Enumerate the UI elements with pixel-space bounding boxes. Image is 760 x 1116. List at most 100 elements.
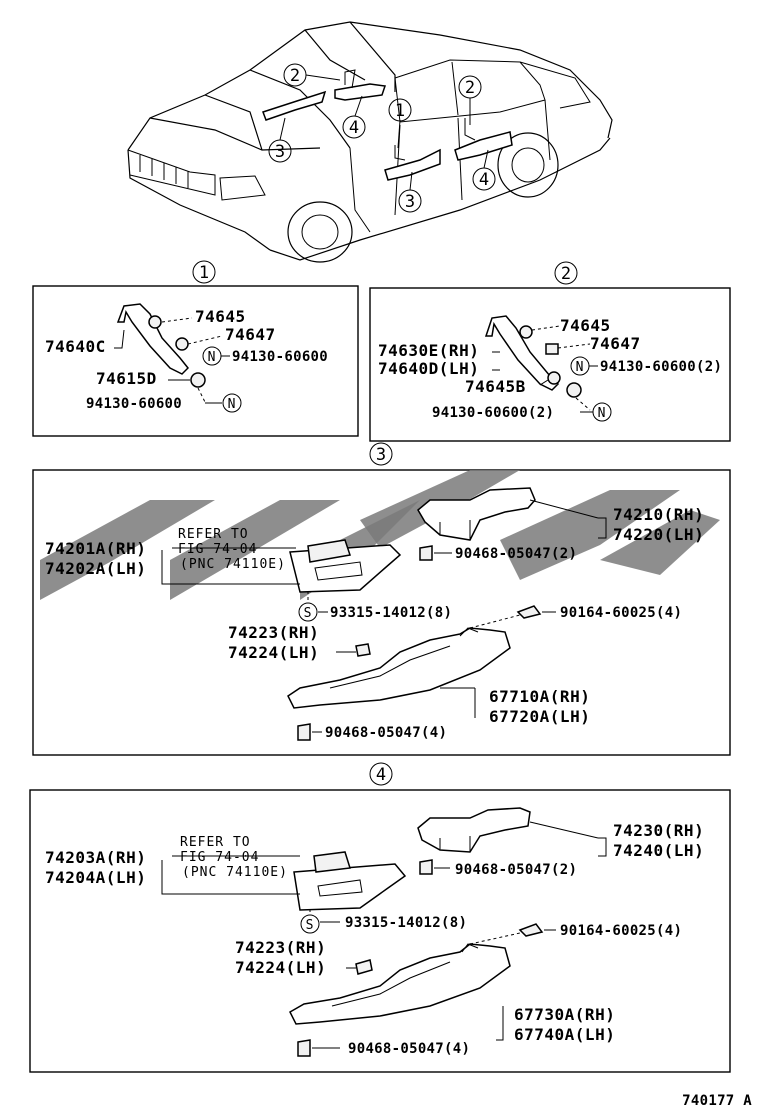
clip-90468 xyxy=(419,545,433,561)
svg-text:2: 2 xyxy=(290,66,300,86)
svg-text:3: 3 xyxy=(405,192,415,212)
panel-4-frame xyxy=(29,789,731,1073)
svg-text:N: N xyxy=(576,360,585,375)
cap-74645 xyxy=(148,315,162,329)
panel-2-marker: 2 xyxy=(554,261,578,285)
grab-handle-74630e xyxy=(484,315,560,391)
label-74615d: 74615D xyxy=(96,369,157,388)
grab-handle-74640c xyxy=(116,303,190,375)
svg-text:1: 1 xyxy=(199,263,209,283)
label-74201a-rh: 74201A(RH) xyxy=(45,539,146,558)
label-74647: 74647 xyxy=(225,325,276,344)
bolt-90164 xyxy=(516,605,542,619)
callout-3-overview: 3 3 xyxy=(268,117,422,213)
svg-text:1: 1 xyxy=(395,101,405,121)
label-74240-lh: 74240(LH) xyxy=(613,841,704,860)
panel-3: 3 S xyxy=(32,442,731,756)
panel-3-marker: 3 xyxy=(369,442,393,466)
label-90468-05047-2: 90468-05047(2) xyxy=(455,546,577,562)
panel-1: 1 N N 74645 74647 74640C 94130-60600 746… xyxy=(32,260,359,437)
panel-3-frame xyxy=(32,469,731,756)
label-67720a-lh: 67720A(LH) xyxy=(489,707,590,726)
svg-text:N: N xyxy=(228,397,237,412)
svg-text:S: S xyxy=(306,918,315,933)
screw-s-icon: S xyxy=(300,914,320,934)
label-74223-rh: 74223(RH) xyxy=(235,938,326,957)
label-90468-05047-4: 90468-05047(4) xyxy=(348,1041,470,1057)
cap-74615d xyxy=(190,372,206,388)
label-74645: 74645 xyxy=(560,316,611,335)
label-67730a-rh: 67730A(RH) xyxy=(514,1005,615,1024)
label-74230-rh: 74230(RH) xyxy=(613,821,704,840)
svg-text:N: N xyxy=(598,406,607,421)
switch-cap xyxy=(313,851,351,873)
label-74640c: 74640C xyxy=(45,337,106,356)
clip-90468 xyxy=(419,859,433,875)
label-67710a-rh: 67710A(RH) xyxy=(489,687,590,706)
screw-s-icon: S xyxy=(298,602,318,622)
refer-fig-text: FIG 74-04 xyxy=(180,850,259,865)
car-overview: 1 2 2 3 3 4 4 xyxy=(127,21,613,263)
label-74630e-rh: 74630E(RH) xyxy=(378,341,479,360)
door-trim-67710a xyxy=(287,627,511,709)
label-94130-60600-2b: 94130-60600(2) xyxy=(432,405,554,421)
label-90164-60025-4: 90164-60025(4) xyxy=(560,923,682,939)
clip-n-icon: N xyxy=(592,402,612,422)
callout-4-overview: 4 4 xyxy=(342,95,496,191)
svg-text:N: N xyxy=(208,350,217,365)
refer-pnc-text: (PNC 74110E) xyxy=(182,865,288,880)
label-90164-60025-4: 90164-60025(4) xyxy=(560,605,682,621)
svg-text:S: S xyxy=(304,606,313,621)
label-74224-lh: 74224(LH) xyxy=(235,958,326,977)
label-74202a-lh: 74202A(LH) xyxy=(45,559,146,578)
svg-text:4: 4 xyxy=(479,170,489,190)
clip-90468-b xyxy=(297,723,311,741)
panel-4: 4 S 74230(RH) 74240(LH) 90468-05047(2 xyxy=(29,762,731,1073)
bolt-90164 xyxy=(518,923,544,937)
panel-1-marker: 1 xyxy=(192,260,216,284)
panel-2: 2 N N 74645 74647 74630E(RH) 74640D(LH) … xyxy=(369,261,731,442)
label-93315-14012-8: 93315-14012(8) xyxy=(345,915,467,931)
clip-n-icon: N xyxy=(202,346,222,366)
label-93315-14012-8: 93315-14012(8) xyxy=(330,605,452,621)
armrest-74230 xyxy=(417,807,531,853)
label-67740a-lh: 67740A(LH) xyxy=(514,1025,615,1044)
door-trim-67730a xyxy=(289,943,511,1025)
figure-id: 740177 A xyxy=(682,1093,752,1109)
cap-74645b xyxy=(547,371,561,385)
label-94130-60600: 94130-60600 xyxy=(232,349,328,365)
clip-n-icon: N xyxy=(222,393,242,413)
cap-74223 xyxy=(355,959,373,975)
svg-text:4: 4 xyxy=(376,765,386,785)
label-74647: 74647 xyxy=(590,334,641,353)
refer-pnc-text: (PNC 74110E) xyxy=(180,557,286,572)
label-94130-60600-2: 94130-60600(2) xyxy=(600,359,722,375)
clip-90468-b xyxy=(297,1039,311,1057)
callout-2-overview: 2 2 xyxy=(283,63,482,125)
refer-fig-text: FIG 74-04 xyxy=(178,542,257,557)
label-74210-rh: 74210(RH) xyxy=(613,505,704,524)
clip-94130 xyxy=(566,382,582,398)
cap-74647 xyxy=(545,343,559,355)
label-90468-05047-4: 90468-05047(4) xyxy=(325,725,447,741)
label-74224-lh: 74224(LH) xyxy=(228,643,319,662)
label-74203a-rh: 74203A(RH) xyxy=(45,848,146,867)
refer-to-text: REFER TO xyxy=(178,527,249,542)
label-94130-60600-b: 94130-60600 xyxy=(86,396,182,412)
svg-text:4: 4 xyxy=(349,118,359,138)
switch-cap xyxy=(307,539,351,563)
refer-to-text: REFER TO xyxy=(180,835,251,850)
svg-text:2: 2 xyxy=(561,264,571,284)
clip-n-icon: N xyxy=(570,356,590,376)
callout-1-overview: 1 xyxy=(388,98,412,149)
switch-base-74203a xyxy=(293,863,407,911)
panel-2-frame xyxy=(369,287,731,442)
cap-74223 xyxy=(355,643,371,657)
svg-text:2: 2 xyxy=(465,78,475,98)
svg-text:3: 3 xyxy=(376,445,386,465)
label-74645b: 74645B xyxy=(465,377,526,396)
panel-1-frame xyxy=(32,285,359,437)
svg-text:3: 3 xyxy=(275,142,285,162)
